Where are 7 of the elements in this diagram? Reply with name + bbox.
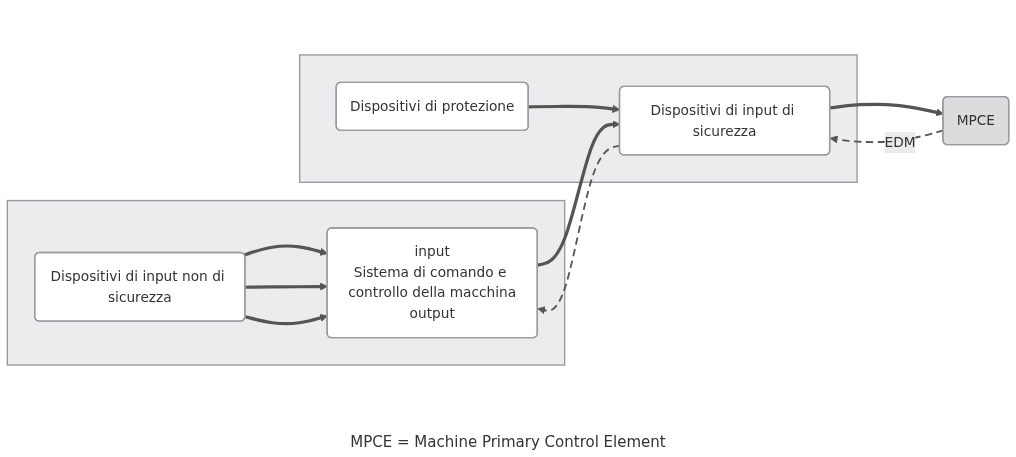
arrow	[243, 244, 328, 257]
footnote: MPCE = Machine Primary Control Element	[349, 433, 667, 451]
arrow	[244, 314, 328, 326]
cluster	[299, 54, 858, 183]
arrow	[245, 282, 328, 291]
edge-label: EDM	[884, 133, 916, 151]
cluster	[6, 199, 566, 366]
